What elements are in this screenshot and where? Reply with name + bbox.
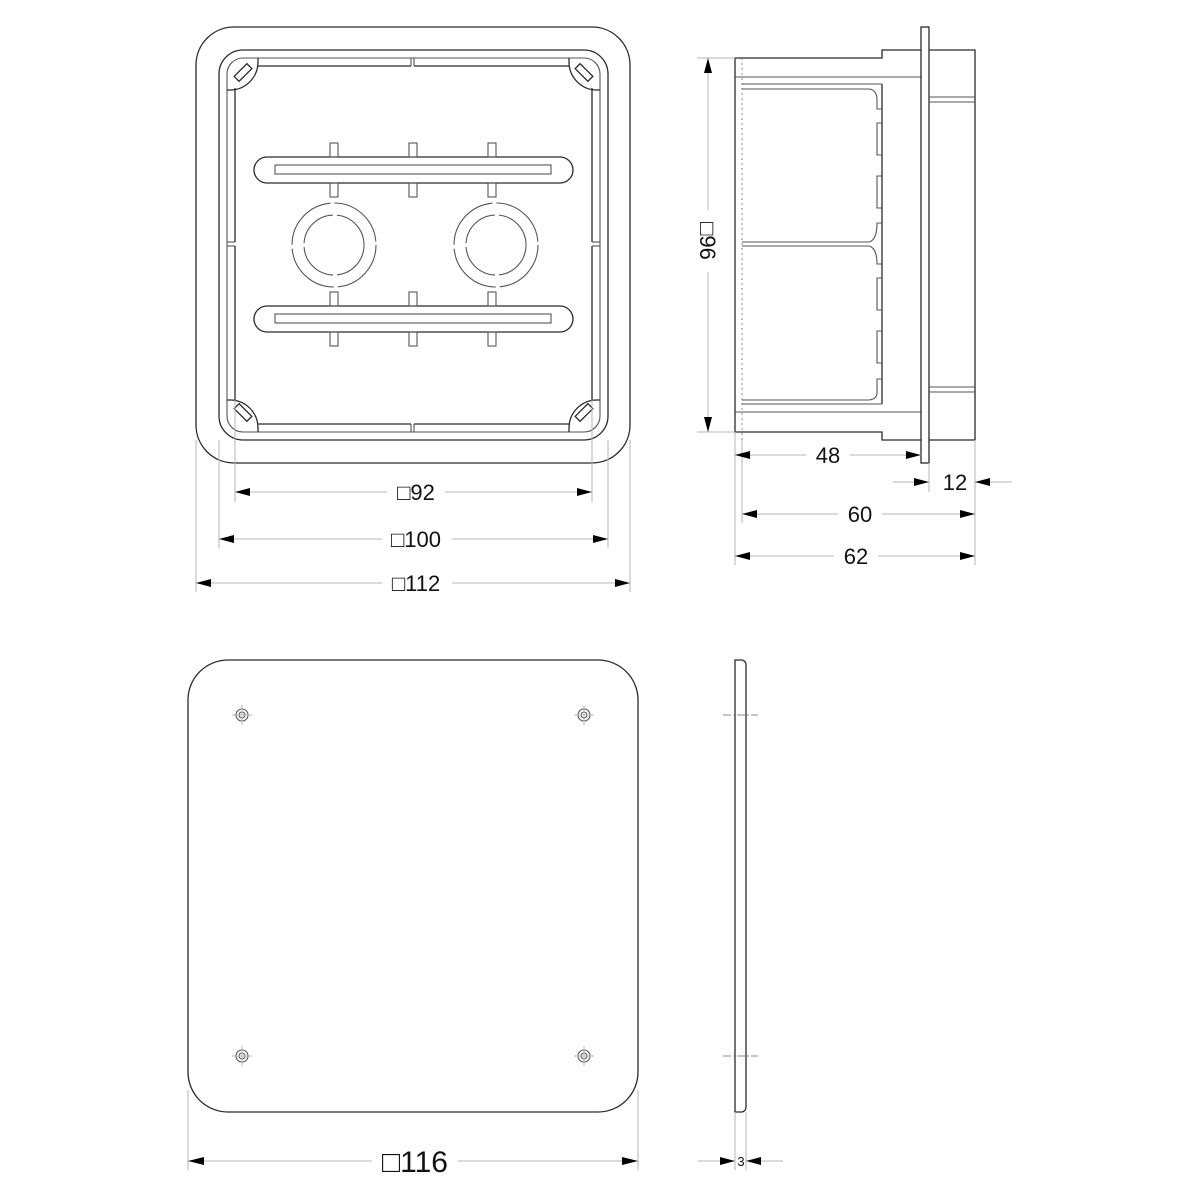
body-outline	[218, 49, 609, 441]
dimension-cover-thickness: 3	[698, 1154, 783, 1169]
screw-boss-top-left	[227, 58, 259, 91]
cover-hole-top-left	[232, 705, 252, 725]
dimension-label-100: □100	[391, 527, 441, 552]
box-side-view: □96 48 12 60	[695, 26, 1012, 570]
dimension-label-92: □92	[397, 480, 435, 505]
dimension-body-depth: 48	[735, 441, 921, 469]
box-front-view: □92 □100 □112	[195, 26, 631, 597]
dimension-total-depth: 62	[735, 542, 975, 570]
cover-front-view: □116	[187, 659, 639, 1179]
dimension-inner-depth: 60	[742, 500, 975, 528]
dimension-label-60: 60	[848, 502, 872, 527]
cover-hole-bottom-right	[574, 1046, 594, 1066]
screw-boss-top-right	[568, 58, 600, 91]
knockout-right	[453, 202, 539, 288]
cover-plate-outline	[187, 659, 639, 1113]
cover-hole-top-right	[574, 705, 594, 725]
dimension-cover-size: □116	[188, 1143, 638, 1179]
screw-boss-bottom-left	[227, 399, 259, 432]
slot-bar-bottom	[253, 291, 574, 347]
dimension-label-96: □96	[695, 222, 720, 260]
screw-boss-bottom-right	[568, 399, 600, 432]
dimension-box-inner: □92	[235, 478, 592, 506]
dimension-flange: 12	[893, 470, 1012, 495]
knockout-left	[291, 202, 377, 288]
dimension-box-mid: □100	[219, 525, 608, 553]
dimension-label-12: 12	[943, 470, 967, 495]
side-flange	[920, 26, 930, 464]
cover-hole-bottom-left	[232, 1046, 252, 1066]
dimension-label-48: 48	[816, 443, 840, 468]
cover-side-view: 3	[698, 659, 783, 1170]
slot-bar-top	[253, 142, 574, 198]
dimension-label-112: □112	[392, 571, 440, 596]
dimension-box-height: □96	[695, 57, 735, 433]
dimension-label-3: 3	[737, 1154, 744, 1169]
dimension-box-outer: □112	[196, 569, 630, 597]
dimension-label-62: 62	[844, 544, 868, 569]
outer-flange-outline	[195, 26, 631, 464]
cover-side-outline	[734, 659, 747, 1113]
dimension-label-116: □116	[382, 1146, 448, 1179]
body-inner-outline	[226, 57, 601, 433]
